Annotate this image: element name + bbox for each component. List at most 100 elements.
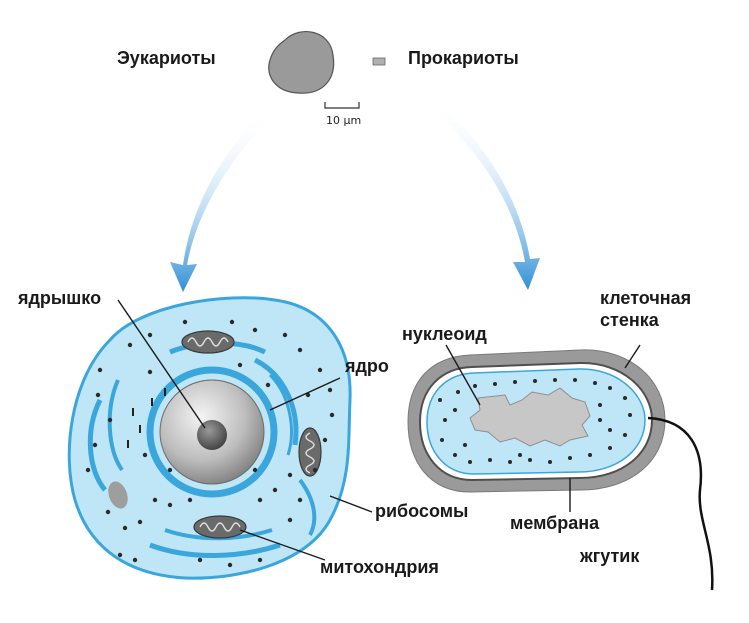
ribosome-dot — [317, 367, 323, 373]
arrow-to-prokaryote — [430, 102, 540, 290]
ribosome-dot — [167, 502, 173, 508]
label-flagellum: жгутик — [580, 546, 640, 566]
ribosome-dot — [312, 467, 318, 473]
ribosome-dot — [533, 379, 537, 383]
ribosome-dot — [237, 362, 243, 368]
ribosome-dot — [147, 332, 153, 338]
ribosome-dot — [438, 398, 442, 402]
flagellum — [647, 416, 714, 591]
ribosome-dot — [117, 552, 123, 558]
ribosome-dot — [252, 327, 258, 333]
ribosome-dot — [598, 403, 602, 407]
arrow-to-eukaryote — [170, 112, 270, 292]
label-nucleolus: ядрышко — [18, 288, 102, 308]
ribosome-dot — [252, 467, 258, 473]
ribosome-dot — [608, 446, 612, 450]
ribosome-dot — [272, 487, 278, 493]
ribosome-dot — [593, 381, 597, 385]
label-ribosomes: рибосомы — [375, 501, 469, 521]
ribosome-dot — [227, 562, 233, 568]
prokaryote-size-rect — [372, 57, 386, 66]
ribosome-dot — [453, 453, 457, 457]
nucleolus — [197, 420, 227, 450]
ribosome-dot — [95, 392, 101, 398]
ribosome-dot — [287, 517, 293, 523]
ribosome-dot — [493, 382, 497, 386]
ribosome-dot — [92, 442, 98, 448]
ribosome-dot — [623, 396, 627, 400]
eukaryote-size-blob — [268, 31, 335, 94]
prokaryotic-cell — [407, 349, 714, 591]
ribosome-dot — [147, 369, 153, 375]
ribosome-dot — [553, 378, 557, 382]
ribosome-dot — [508, 460, 512, 464]
label-cell-wall: клеточная стенка — [600, 288, 692, 330]
ribosome-dot — [132, 557, 138, 563]
eukaryotic-cell — [67, 296, 352, 580]
ribosome-dot — [287, 472, 293, 478]
label-nucleus: ядро — [345, 356, 389, 376]
ribosome-dot — [528, 458, 532, 462]
ribosome-dot — [608, 386, 612, 390]
ribosome-dot — [623, 433, 627, 437]
ribosome-dot — [122, 525, 128, 531]
ribosome-dot — [182, 319, 188, 325]
ribosome-dot — [488, 458, 492, 462]
ribosome-dot — [463, 443, 467, 447]
label-membrane: мембрана — [510, 513, 600, 533]
ribosome-dot — [187, 497, 193, 503]
leader-nucleus — [269, 377, 341, 411]
ribosome-dot — [456, 390, 460, 394]
ribosome-dot — [329, 412, 335, 418]
ribosome-dot — [573, 378, 577, 382]
ribosome-dot — [265, 382, 271, 388]
ribosome-dot — [468, 460, 472, 464]
ribosome-dot — [167, 467, 173, 473]
ribosome-dot — [588, 453, 592, 457]
ribosome-dot — [322, 437, 328, 443]
ribosome-dot — [473, 384, 477, 388]
ribosome-dot — [97, 367, 103, 373]
leader-cell-wall — [624, 344, 641, 369]
ribosome-dot — [105, 509, 111, 515]
mitochondrion-top — [181, 330, 235, 354]
ribosome-dot — [548, 460, 552, 464]
ribosome-dot — [229, 319, 235, 325]
ribosome-dot — [282, 332, 288, 338]
ribosome-dot — [513, 380, 517, 384]
label-prokaryotes: Прокариоты — [408, 48, 519, 68]
ribosome-dot — [137, 519, 143, 525]
leader-ribosomes — [329, 495, 373, 513]
label-scale-bar: 10 µm — [326, 114, 362, 127]
ribosome-dot — [257, 557, 263, 563]
ribosome-dot — [197, 557, 203, 563]
label-nucleoid: нуклеоид — [402, 324, 487, 344]
ribosome-dot — [598, 418, 602, 422]
ribosome-dot — [297, 347, 303, 353]
ribosome-dot — [142, 452, 148, 458]
leader-nucleolus — [117, 299, 206, 429]
nucleoid — [469, 387, 591, 447]
ribosome-dot — [152, 497, 158, 503]
ribosome-dot — [107, 417, 113, 423]
ribosome-dot — [608, 428, 612, 432]
leader-nucleoid — [445, 344, 481, 406]
ribosome-dot — [297, 497, 303, 503]
leader-mitochondria — [239, 529, 326, 561]
mitochondrion-right — [298, 427, 322, 477]
ribosome-dot — [568, 456, 572, 460]
mitochondrion-bottom — [193, 515, 247, 539]
ribosome-dot — [440, 438, 444, 442]
scale-bar — [324, 102, 360, 109]
ribosome-dot — [443, 418, 447, 422]
ribosome-dot — [453, 408, 457, 412]
ribosome-dot — [628, 413, 632, 417]
ribosome-dot — [127, 342, 133, 348]
ribosome-dot — [518, 453, 522, 457]
label-eukaryotes: Эукариоты — [117, 48, 216, 68]
label-mitochondria: митохондрия — [320, 557, 439, 577]
ribosome-dot — [85, 467, 91, 473]
ribosome-dot — [257, 497, 263, 503]
